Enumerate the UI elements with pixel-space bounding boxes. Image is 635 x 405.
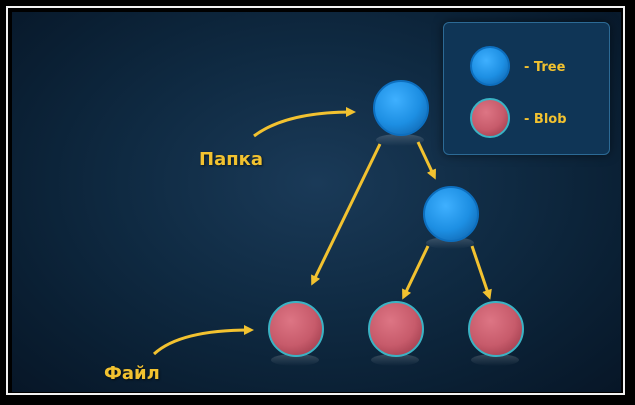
sub-tree-reflection: [426, 237, 474, 249]
blob-node-3: [468, 301, 524, 357]
file-pointer-arrow: [152, 325, 254, 356]
blob-1-reflection: [271, 354, 319, 366]
edge-subtree-to-blob-2: [402, 245, 430, 300]
folder-label: Папка: [199, 149, 264, 170]
folder-pointer-arrow: [253, 107, 356, 138]
legend-blob-label: - Blob: [524, 112, 567, 127]
edge-root-to-subtree: [416, 141, 436, 180]
blob-3-reflection: [471, 354, 519, 366]
edge-subtree-to-blob-3: [470, 245, 492, 300]
blob-node-1: [268, 301, 324, 357]
root-tree-reflection: [376, 134, 424, 146]
frame-border: [6, 6, 625, 395]
edge-root-to-blob-1: [311, 143, 382, 286]
tree-node-root: [373, 80, 429, 136]
blob-2-reflection: [371, 354, 419, 366]
tree-node-sub: [423, 186, 479, 242]
file-label: Файл: [104, 363, 160, 384]
blob-node-2: [368, 301, 424, 357]
legend-box: [443, 22, 610, 155]
legend-tree-label: - Tree: [524, 60, 566, 75]
